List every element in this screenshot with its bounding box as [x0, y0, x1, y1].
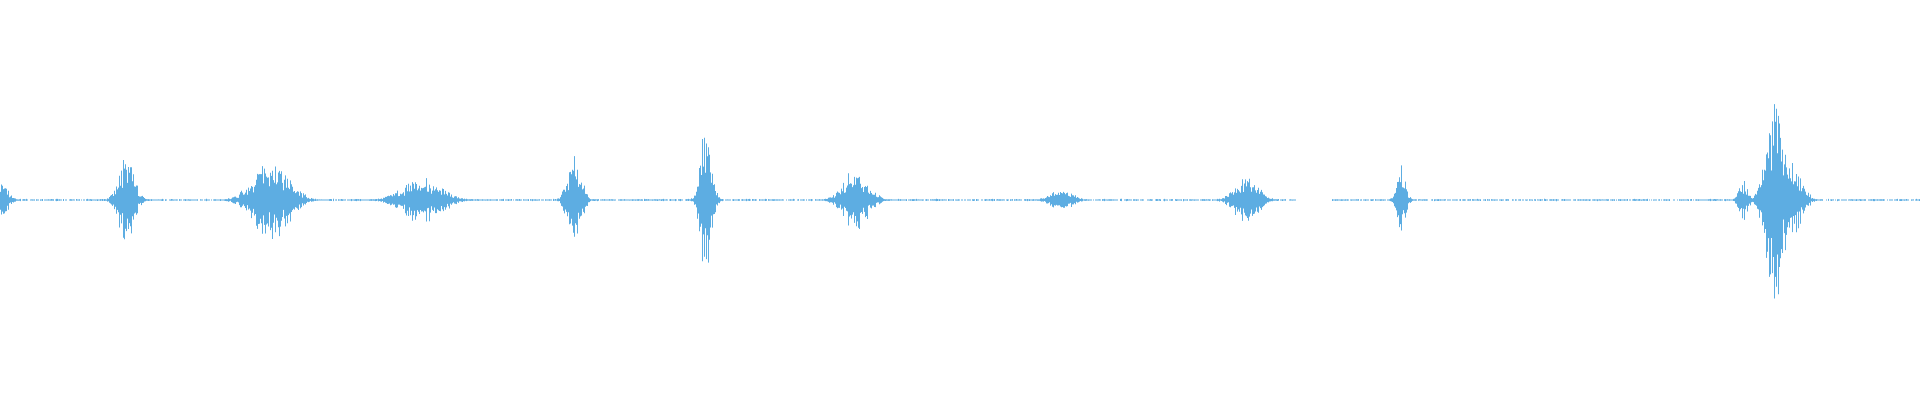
waveform-path — [0, 104, 1920, 299]
waveform-trace — [0, 104, 1920, 299]
